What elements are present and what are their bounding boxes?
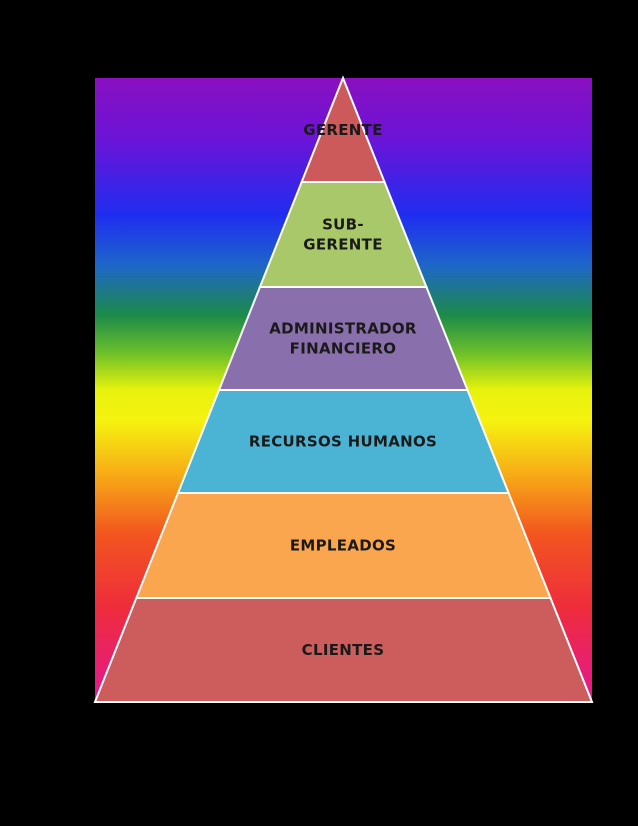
tier-label-sub-gerente-line-2: GERENTE <box>303 236 383 254</box>
tier-label-gerente: GERENTE <box>303 121 383 139</box>
tier-label-recursos-humanos: RECURSOS HUMANOS <box>249 433 437 451</box>
tier-shape-sub-gerente <box>258 181 428 288</box>
tier-clientes: CLIENTES <box>93 597 594 703</box>
tier-sub-gerente: SUB- GERENTE <box>258 181 428 288</box>
tier-shape-administrador-financiero <box>217 286 469 391</box>
tier-label-administrador-financiero-line-2: FINANCIERO <box>290 340 397 358</box>
tier-label-administrador-financiero-line-1: ADMINISTRADOR <box>269 320 417 338</box>
tier-shape-clientes <box>93 597 594 703</box>
tier-recursos-humanos: RECURSOS HUMANOS <box>176 389 511 494</box>
tier-gerente: GERENTE <box>300 75 386 183</box>
tier-empleados: EMPLEADOS <box>134 492 552 599</box>
tier-label-empleados: EMPLEADOS <box>290 537 396 555</box>
tier-label-sub-gerente-line-1: SUB- <box>322 216 364 234</box>
tier-administrador-financiero: ADMINISTRADOR FINANCIERO <box>217 286 469 391</box>
tier-label-clientes: CLIENTES <box>302 641 385 659</box>
